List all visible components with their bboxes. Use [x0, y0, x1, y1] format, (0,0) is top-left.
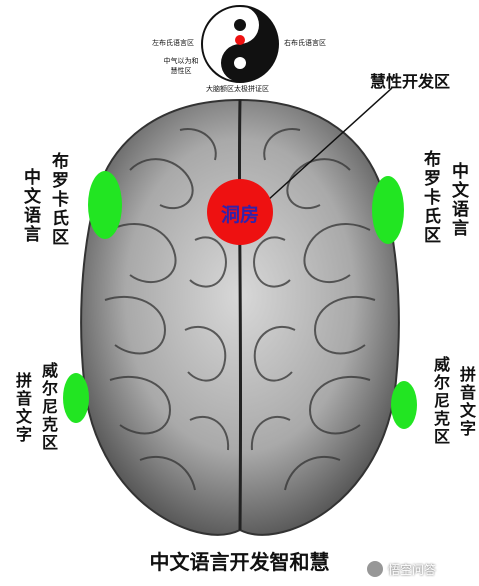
left-wernicke-title: 威尔尼克区 — [39, 362, 58, 452]
taiji-symbol — [201, 5, 279, 83]
taiji-right-label: 右布氏语言区 — [284, 39, 326, 47]
left-broca-title: 布罗卡氏区 — [48, 152, 68, 247]
right-wernicke-spot — [391, 381, 417, 429]
taiji-center-label: 中气以为和 慧性区 — [163, 57, 199, 75]
left-wernicke-desc: 拼音文字 — [13, 372, 32, 444]
right-broca-title: 布罗卡氏区 — [420, 150, 440, 245]
right-broca-desc: 中文语言 — [448, 162, 468, 238]
taiji-left-label: 左布氏语言区 — [152, 39, 194, 47]
caption: 中文语言开发智和慧 — [149, 550, 330, 574]
brain-midline — [237, 99, 243, 531]
right-broca-spot — [372, 176, 404, 244]
center-red-spot — [207, 179, 273, 245]
brain-gyri — [104, 128, 376, 491]
taiji-bottom-label: 大脑额区太极拼证区 — [206, 85, 269, 93]
left-broca-desc: 中文语言 — [20, 168, 40, 244]
right-wernicke-desc: 拼音文字 — [457, 366, 476, 438]
left-broca-spot — [88, 171, 122, 239]
left-wernicke-spot — [63, 373, 89, 423]
watermark: 悟空问答 — [366, 560, 436, 578]
pointer-line — [267, 87, 393, 201]
right-wernicke-title: 威尔尼克区 — [431, 356, 450, 446]
center-spot-label: 洞房 — [220, 204, 259, 226]
watermark-logo-icon — [366, 560, 384, 578]
insight-zone-title: 慧性开发区 — [370, 72, 451, 91]
watermark-text: 悟空问答 — [388, 562, 437, 577]
